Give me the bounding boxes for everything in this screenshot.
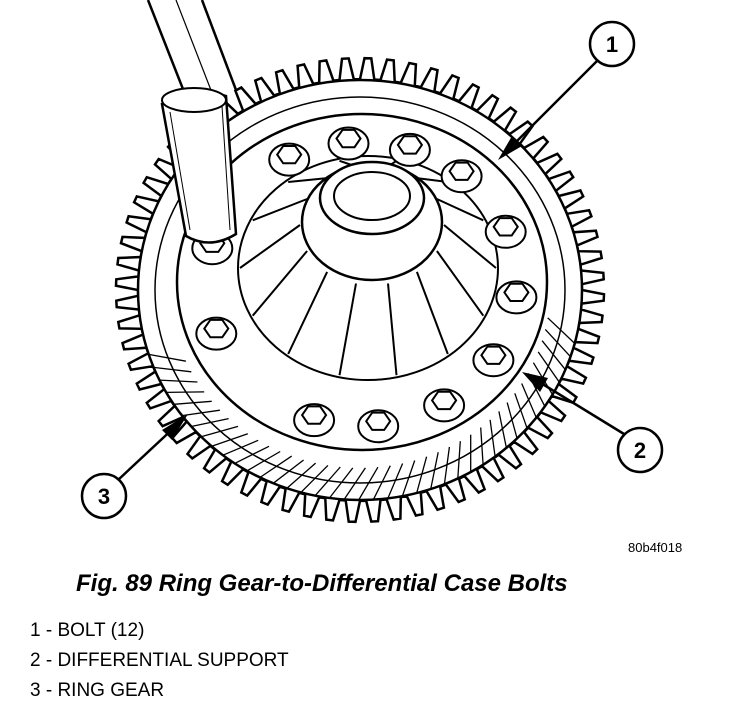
support-rib (288, 177, 328, 183)
helix-line (387, 463, 404, 499)
callout-3: 3 (80, 414, 188, 520)
bolt-head (327, 126, 370, 161)
callout-3-label: 3 (98, 484, 110, 509)
helix-line (246, 450, 281, 472)
helix-line (541, 340, 566, 371)
helix-line (300, 464, 329, 493)
helix-line (401, 460, 416, 497)
ring-gear-diagram: 1 2 3 (80, 0, 664, 524)
helix-line (211, 433, 249, 447)
tool-handle (146, 0, 238, 244)
helix-line (222, 439, 259, 456)
helix-line (547, 317, 576, 344)
helix-line (430, 452, 439, 490)
bolt-head (423, 388, 466, 423)
helix-line (272, 459, 304, 484)
legend: 1 - BOLT (12) 2 - DIFFERENTIAL SUPPORT 3… (30, 616, 289, 706)
bolt-head (357, 409, 400, 444)
helix-line (314, 466, 341, 497)
helix-line (343, 467, 366, 500)
helix-line (544, 328, 571, 358)
legend-item-ring-gear: 3 - RING GEAR (30, 680, 165, 701)
helix-line (148, 353, 187, 362)
helix-line (286, 462, 317, 489)
helix-line (521, 383, 537, 418)
helix-line (153, 366, 192, 373)
ring-gear-face-inner (154, 96, 566, 484)
helix-line (514, 393, 528, 429)
support-rib (443, 224, 497, 269)
helix-line (166, 391, 205, 394)
helix-line (443, 446, 451, 485)
helix-line (191, 417, 229, 428)
differential-support-ribs (239, 159, 497, 376)
helix-line (182, 409, 220, 417)
helix-line (537, 351, 560, 383)
support-rib (436, 250, 485, 317)
bolt-head (388, 132, 431, 167)
support-rib (252, 198, 308, 222)
helix-line (480, 427, 484, 465)
helix-line (498, 411, 508, 449)
bolt-head (268, 142, 311, 177)
support-rib (387, 283, 398, 376)
support-rib (287, 271, 329, 355)
helix-line (489, 419, 496, 457)
callout-2: 2 (522, 372, 664, 474)
helix-line (457, 441, 461, 479)
callout-1-label: 1 (606, 32, 618, 57)
bolt-head (495, 280, 538, 315)
legend-item-differential-support: 2 - DIFFERENTIAL SUPPORT (30, 650, 289, 671)
helix-line (372, 465, 391, 500)
figure-caption: Fig. 89 Ring Gear-to-Differential Case B… (76, 570, 568, 597)
support-rib (415, 271, 449, 355)
bolt-head (472, 343, 515, 378)
support-rib (251, 250, 308, 317)
figure-code: 80b4f018 (628, 540, 683, 555)
callout-2-label: 2 (634, 438, 646, 463)
helix-line (173, 400, 212, 405)
bolt-head (293, 403, 336, 438)
support-rib (338, 283, 357, 376)
bolt-head (484, 214, 527, 249)
legend-item-bolt: 1 - BOLT (12) (30, 620, 145, 641)
helix-line (259, 455, 293, 479)
ring-gear-helix-lines (148, 317, 576, 501)
helix-line (234, 445, 270, 464)
bolt-head (195, 316, 238, 351)
helix-line (358, 466, 379, 501)
support-rib (436, 198, 484, 222)
helix-line (506, 402, 518, 439)
hub-bore (333, 171, 411, 221)
helix-line (200, 425, 239, 438)
support-rib (239, 224, 301, 269)
helix-line (328, 467, 354, 499)
helix-line (159, 379, 198, 383)
helix-line (416, 456, 428, 494)
callout-1: 1 (498, 20, 636, 160)
bolt-head (440, 159, 483, 194)
